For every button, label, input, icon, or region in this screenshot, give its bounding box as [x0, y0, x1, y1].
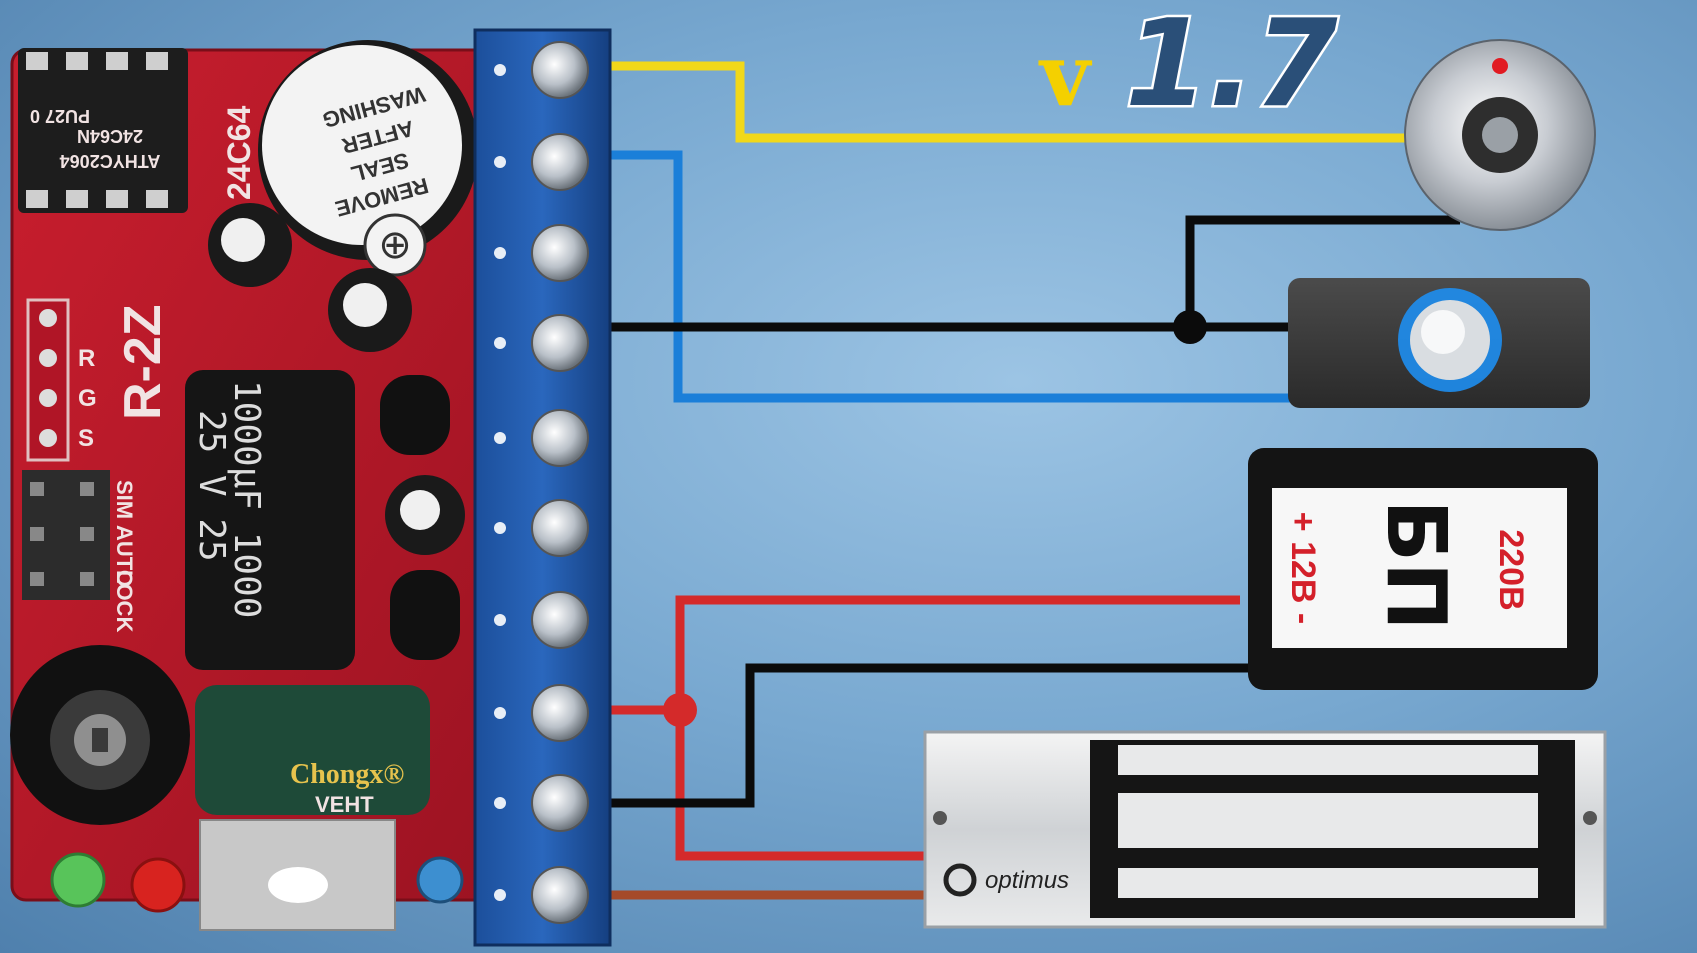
transistor-2 — [390, 570, 460, 660]
terminal-screw — [531, 224, 589, 282]
terminal-screw — [531, 591, 589, 649]
terminal-screw — [531, 866, 589, 924]
blue-component — [416, 856, 464, 904]
chip-label-3: ATHYC2064 — [60, 151, 161, 171]
wire-red-lock — [675, 710, 930, 861]
transistor — [380, 375, 450, 455]
jumper-label-auto: AUTO — [112, 525, 137, 587]
terminal-screw — [531, 409, 589, 467]
pin-label-s: S — [78, 425, 94, 452]
chip-label-2: 24C64N — [77, 126, 143, 146]
potentiometer — [10, 645, 190, 825]
chip-label-1: PU27 0 — [30, 106, 90, 126]
version-badge: v 1.7 — [1038, 0, 1341, 137]
terminal-screw — [531, 41, 589, 99]
model-label: R-2Z — [114, 304, 172, 420]
wire-black-psu — [610, 663, 1250, 808]
terminal-block — [473, 28, 612, 947]
terminal-hole — [494, 522, 506, 534]
wire-yellow — [610, 61, 1410, 143]
power-supply: БП + 12В - 220В — [1248, 448, 1598, 690]
terminal-screw — [531, 133, 589, 191]
pin-label-g: G — [78, 385, 97, 412]
terminal-hole — [494, 614, 506, 626]
psu-input-label: 220В — [1492, 529, 1530, 610]
pin-label-r: R — [78, 345, 95, 372]
terminal-hole — [494, 707, 506, 719]
jumper-label-sim: SIM — [112, 480, 137, 519]
small-capacitors — [208, 203, 465, 555]
cap-value: 1000μF 1000 — [226, 380, 267, 618]
cap-series: VEHT — [315, 792, 374, 817]
version-number: 1.7 — [1125, 0, 1338, 134]
terminal-hole — [494, 432, 506, 444]
key-reader — [1404, 39, 1596, 231]
magnetic-lock: optimus — [923, 730, 1607, 929]
version-prefix: v — [1038, 25, 1093, 126]
regulator-hole — [268, 867, 328, 903]
terminal-hole — [494, 247, 506, 259]
terminal-hole — [494, 156, 506, 168]
lock-brand: optimus — [985, 867, 1069, 894]
jumper-label-lock: LOCK — [112, 570, 137, 632]
terminal-hole — [494, 797, 506, 809]
terminal-screws — [494, 41, 589, 924]
green-capacitor: Chongx® VEHT — [195, 685, 430, 817]
eeprom-label: 24C64 — [221, 106, 257, 201]
plus-icon: ⊕ — [378, 222, 412, 268]
wires — [610, 61, 1460, 900]
main-capacitor: 1000μF 1000 25 V 25 — [185, 370, 355, 670]
psu-output-label: + 12В - — [1284, 512, 1322, 624]
wire-junction-black — [1173, 310, 1207, 344]
terminal-screw — [531, 684, 589, 742]
led-green — [50, 852, 106, 908]
wire-blue — [610, 150, 1290, 403]
eeprom-chip: PU27 0 24C64N ATHYC2064 — [18, 48, 188, 213]
jumper-block: SIM AUTO LOCK — [22, 470, 137, 632]
reader-led — [1492, 58, 1508, 74]
led-red — [130, 857, 186, 913]
controller-board: PU27 0 24C64N ATHYC2064 24C64 REMOVE SEA… — [10, 40, 494, 931]
wire-black-reader — [1185, 215, 1460, 327]
exit-button — [1288, 278, 1590, 408]
cap-voltage: 25 V 25 — [191, 410, 232, 562]
terminal-screw — [531, 774, 589, 832]
wire-junction-red — [663, 693, 697, 727]
wire-red-psu — [610, 595, 1240, 715]
psu-label: БП — [1368, 499, 1463, 630]
cap-brand: Chongx® — [290, 759, 404, 790]
terminal-hole — [494, 64, 506, 76]
terminal-screw — [531, 499, 589, 557]
terminal-hole — [494, 337, 506, 349]
terminal-hole — [494, 889, 506, 901]
buzzer: REMOVE SEAL AFTER WASHING ⊕ — [258, 40, 478, 277]
optimus-logo-icon — [943, 863, 977, 897]
rgs-header: R G S — [26, 298, 97, 462]
terminal-screw — [531, 314, 589, 372]
